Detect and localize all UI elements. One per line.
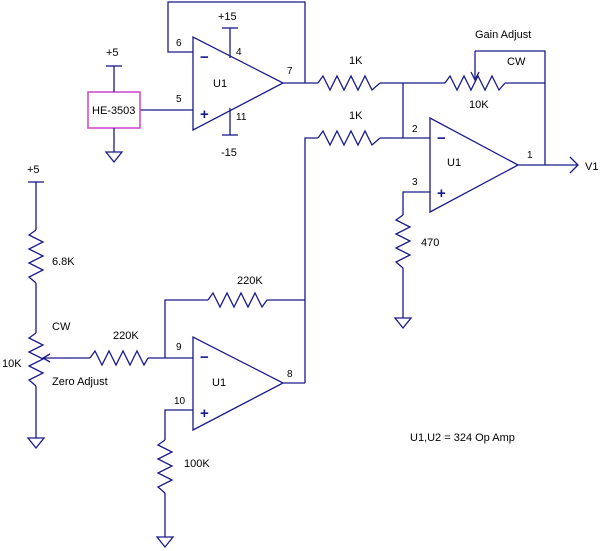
opamp-bottom-body: [192, 335, 285, 432]
opamp-bottom-plus: +: [200, 405, 209, 422]
divider-supply: +5: [27, 164, 44, 183]
resistor-6-8k: 6.8K: [27, 229, 75, 284]
resistor-1k-mid: 1K: [317, 110, 381, 147]
opamp-top: − + U1 6 5 7 4 11 +15 -15: [176, 11, 293, 159]
opamp-top-pin11: 11: [236, 112, 247, 123]
resistor-220k-feedback: 220K: [207, 275, 268, 309]
resistor-220k-input: 220K: [89, 330, 149, 367]
opamp-top-pin4: 4: [236, 47, 242, 58]
opamp-bottom-minus: −: [200, 349, 209, 366]
opamp-top-body: [192, 35, 285, 132]
opamp-top-plus: +: [200, 106, 209, 123]
ground-icon: [26, 437, 46, 450]
gain-cw-label: CW: [507, 56, 526, 68]
opamp-right-pin2: 2: [412, 124, 418, 135]
pot-zero-label: 10K: [2, 358, 22, 370]
resistor-470-label: 470: [421, 237, 439, 249]
zero-cw-label: CW: [52, 321, 71, 333]
vneg-label: -15: [221, 147, 237, 159]
vpos-label: +15: [218, 11, 237, 23]
opamp-top-pin7: 7: [287, 66, 293, 77]
resistor-220k-input-label: 220K: [113, 330, 139, 342]
opamp-right-plus: +: [437, 185, 446, 202]
opamp-top-minus: −: [200, 49, 209, 66]
resistor-1k-top: 1K: [317, 55, 381, 92]
resistor-1k-mid-label: 1K: [349, 110, 363, 122]
opamp-bottom-pin8: 8: [287, 369, 293, 380]
opamp-bottom: − + U1 9 10 8: [174, 335, 293, 432]
resistor-470: 470: [394, 214, 439, 269]
opamp-right: − + U1 2 3 1: [412, 116, 533, 214]
resistor-1k-top-label: 1K: [349, 55, 363, 67]
sensor-he3503: HE-3503 +5: [87, 47, 141, 164]
gain-adjust-label: Gain Adjust: [475, 29, 531, 41]
resistor-100k: 100K: [156, 439, 210, 494]
ground-icon: [155, 536, 175, 549]
opamp-bottom-pin10: 10: [174, 396, 186, 407]
resistor-220k-feedback-label: 220K: [237, 275, 263, 287]
sensor-supply-label: +5: [106, 47, 119, 59]
ground-icon: [104, 151, 124, 164]
opamp-bottom-label: U1: [212, 377, 226, 389]
pot-gain-label: 10K: [469, 99, 489, 111]
opamp-note: U1,U2 = 324 Op Amp: [410, 432, 515, 444]
divider-supply-label: +5: [27, 164, 40, 176]
ground-icon: [393, 317, 413, 330]
opamp-top-label: U1: [213, 78, 227, 90]
resistor-100k-label: 100K: [184, 458, 210, 470]
opamp-top-pin5: 5: [176, 94, 182, 105]
output-label: V1: [585, 161, 598, 173]
opamp-right-pin3: 3: [412, 177, 418, 188]
zero-adjust-label: Zero Adjust: [52, 376, 108, 388]
opamp-top-pin6: 6: [176, 38, 182, 49]
resistor-6-8k-label: 6.8K: [52, 256, 75, 268]
opamp-right-minus: −: [437, 130, 446, 147]
opamp-right-label: U1: [447, 157, 461, 169]
pot-zero-10k: CW 10K Zero Adjust: [2, 321, 108, 388]
output-arrow-icon: [569, 156, 579, 174]
opamp-right-pin1: 1: [527, 150, 533, 161]
opamp-right-body: [429, 116, 520, 214]
opamp-bottom-pin9: 9: [176, 342, 182, 353]
sensor-label: HE-3503: [92, 105, 135, 117]
pot-gain-10k: 10K Gain Adjust CW: [444, 29, 545, 111]
